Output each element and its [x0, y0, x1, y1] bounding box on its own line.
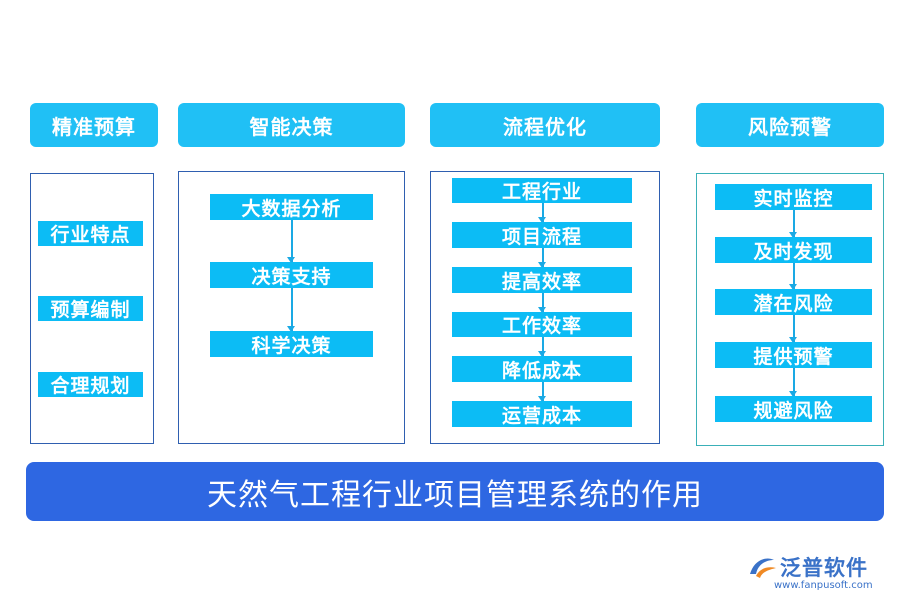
item-decision-support: 决策支持 — [210, 262, 373, 288]
item-operating-cost: 运营成本 — [452, 401, 632, 427]
flow-arrow — [539, 248, 545, 268]
item-project-flow: 项目流程 — [452, 222, 632, 248]
brand-name: 泛普软件 — [780, 556, 868, 580]
flow-arrow — [539, 293, 545, 313]
item-scientific-decision: 科学决策 — [210, 331, 373, 357]
column-header-budget: 精准预算 — [30, 103, 158, 147]
item-improve-efficiency: 提高效率 — [452, 267, 632, 293]
brand-url: www.fanpusoft.com — [774, 580, 873, 591]
item-engineering-industry: 工程行业 — [452, 178, 632, 203]
flow-arrow — [539, 382, 545, 402]
item-avoid-risk: 规避风险 — [715, 396, 872, 422]
flow-arrow — [288, 220, 294, 263]
column-header-process: 流程优化 — [430, 103, 660, 147]
flow-arrow — [790, 263, 796, 290]
flow-arrow — [790, 210, 796, 238]
flow-arrow — [539, 203, 545, 223]
item-budget-preparation: 预算编制 — [38, 296, 143, 321]
item-potential-risk: 潜在风险 — [715, 289, 872, 315]
flow-arrow — [539, 337, 545, 357]
flow-arrow — [288, 288, 294, 332]
item-reduce-cost: 降低成本 — [452, 356, 632, 382]
flow-arrow — [790, 368, 796, 397]
item-industry-features: 行业特点 — [38, 221, 143, 246]
item-timely-discovery: 及时发现 — [715, 237, 872, 263]
diagram-title: 天然气工程行业项目管理系统的作用 — [207, 477, 703, 513]
item-reasonable-planning: 合理规划 — [38, 372, 143, 397]
item-big-data-analysis: 大数据分析 — [210, 194, 373, 220]
item-provide-warning: 提供预警 — [715, 342, 872, 368]
brand-logo[interactable]: 泛普软件 www.fanpusoft.com — [746, 550, 886, 596]
item-real-time-monitoring: 实时监控 — [715, 184, 872, 210]
flow-arrow — [790, 315, 796, 343]
fanpu-logo-icon — [750, 558, 776, 578]
diagram-title-bar: 天然气工程行业项目管理系统的作用 — [26, 462, 884, 521]
column-header-risk: 风险预警 — [696, 103, 884, 147]
item-work-efficiency: 工作效率 — [452, 312, 632, 337]
column-header-decision: 智能决策 — [178, 103, 405, 147]
panel-process — [430, 171, 660, 444]
